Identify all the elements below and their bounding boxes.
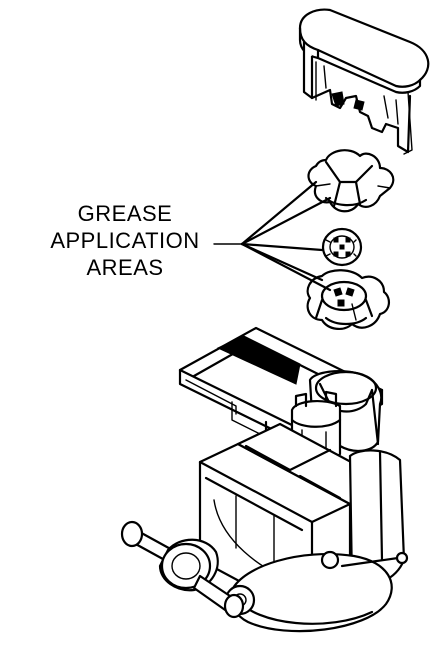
callout-line-2: APPLICATION xyxy=(50,228,200,253)
leader-lines xyxy=(213,180,332,292)
callout-line-3: AREAS xyxy=(86,255,164,280)
bench-vise xyxy=(120,422,409,633)
callout-line-1: GREASE xyxy=(77,201,173,226)
small-round-gear xyxy=(321,227,363,267)
cap-housing xyxy=(298,8,430,155)
upper-gear-piece xyxy=(307,149,395,213)
lower-gear-piece xyxy=(306,269,390,330)
grease-application-callout: GREASE APPLICATION AREAS xyxy=(40,200,210,281)
